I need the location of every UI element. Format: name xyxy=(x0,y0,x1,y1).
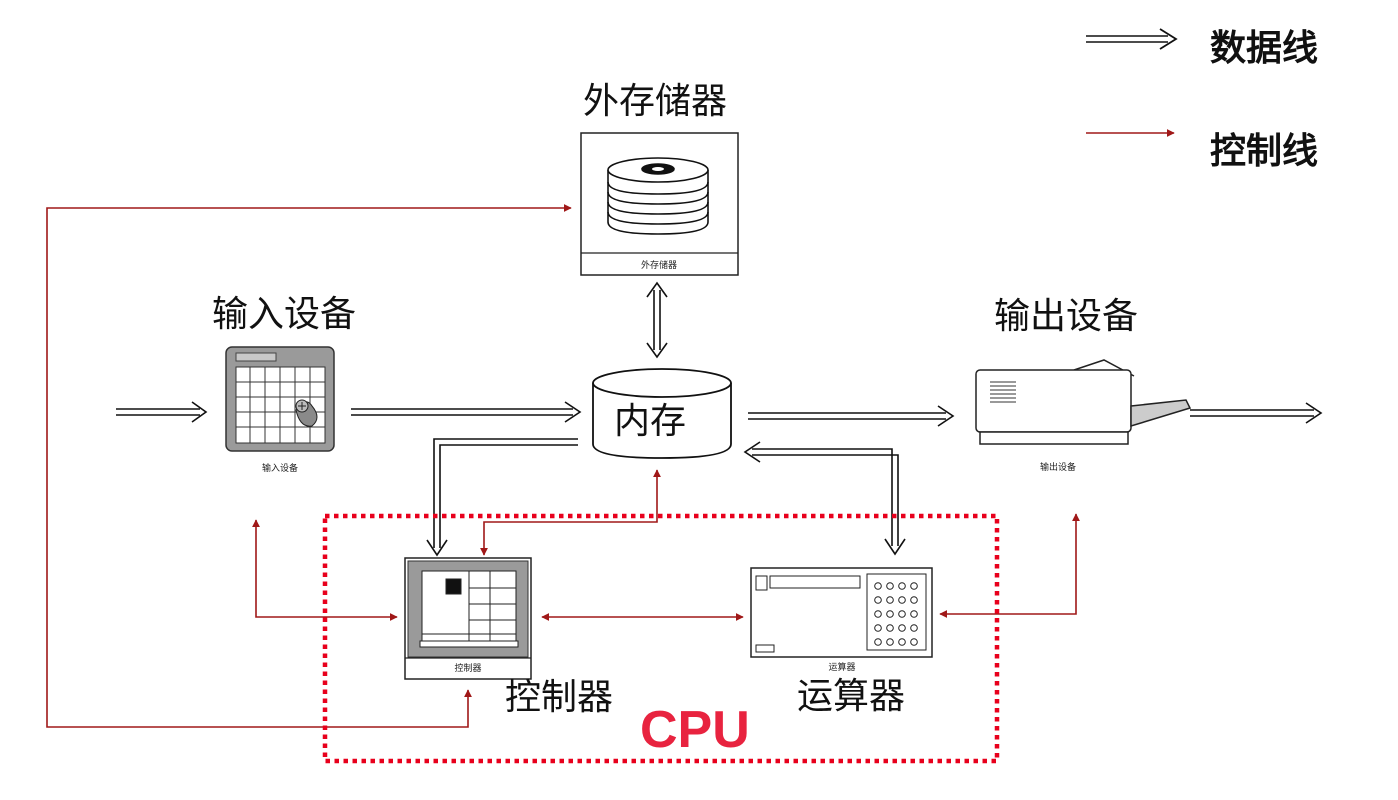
legend-control-line-label: 控制线 xyxy=(1210,131,1318,172)
memory-alu-data-arrow xyxy=(743,441,906,556)
input-device-title: 输入设备 xyxy=(212,294,356,335)
mouse-icon xyxy=(295,399,318,427)
input-device-icon xyxy=(225,346,335,452)
legend: 数据线 控制线 xyxy=(1086,28,1318,172)
cpu-label: CPU xyxy=(640,701,750,759)
external-storage-title: 外存储器 xyxy=(583,81,727,122)
input-memory-data-arrow xyxy=(351,401,582,423)
printer-icon xyxy=(975,359,1192,445)
memory-output-data-arrow xyxy=(748,405,955,427)
alu-caption: 运算器 xyxy=(828,661,855,673)
output-outgoing-data-arrow xyxy=(1190,402,1323,424)
controller-caption: 控制器 xyxy=(454,662,481,674)
control-line-input xyxy=(252,519,398,621)
output-device-title: 输出设备 xyxy=(994,296,1138,337)
memory-label: 内存 xyxy=(614,401,686,442)
control-line-output xyxy=(939,513,1080,618)
storage-memory-data-arrow xyxy=(646,281,668,359)
output-device-caption: 输出设备 xyxy=(1040,461,1076,473)
input-device-caption: 输入设备 xyxy=(262,462,298,474)
external-storage-box: 外存储器 xyxy=(580,132,739,276)
input-incoming-data-arrow xyxy=(116,401,208,423)
controller-title: 控制器 xyxy=(505,677,613,718)
external-storage-caption: 外存储器 xyxy=(641,259,677,271)
alu-keypad-icon xyxy=(874,582,918,646)
control-lines xyxy=(46,204,1080,728)
alu-box xyxy=(750,567,933,658)
memory-controller-data-arrow xyxy=(426,438,578,557)
disk-stack-icon xyxy=(607,157,709,235)
cpu-boundary xyxy=(322,513,1000,764)
controller-box: 控制器 xyxy=(404,557,532,680)
alu-title: 运算器 xyxy=(797,676,905,717)
control-line-storage xyxy=(46,204,572,728)
memory-cylinder xyxy=(592,368,732,459)
legend-data-line-arrow xyxy=(1086,28,1178,50)
control-line-memory xyxy=(480,469,661,556)
controller-panel-icon xyxy=(419,570,519,648)
legend-data-line-label: 数据线 xyxy=(1210,28,1318,69)
